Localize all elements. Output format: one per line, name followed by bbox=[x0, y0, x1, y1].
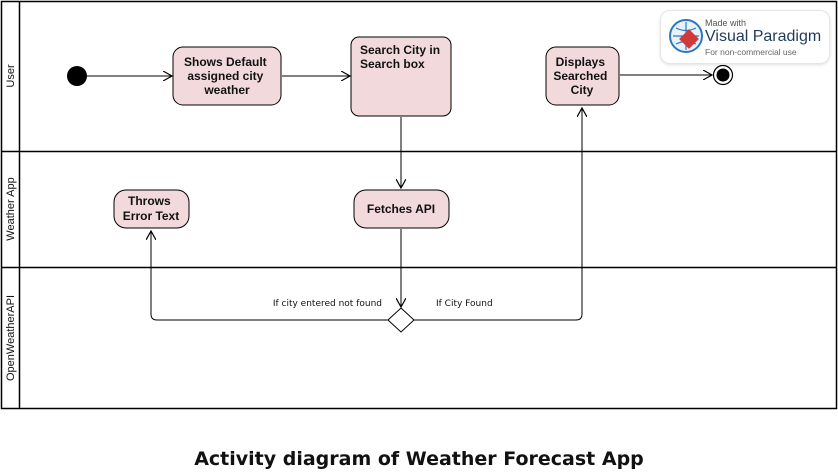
guard-not-found: If city entered not found bbox=[273, 299, 382, 309]
action-throws-error-text bbox=[113, 189, 190, 229]
action-label-line: Shows Default bbox=[184, 55, 267, 69]
lane-label-user: User bbox=[5, 64, 17, 88]
flow-decision-to-display bbox=[414, 108, 582, 321]
action-label-line: Search City in bbox=[360, 43, 440, 57]
action-label-line: weather bbox=[203, 83, 250, 97]
action-search-city bbox=[350, 36, 452, 117]
svg-text:Search City in Search box: Search City in Search box bbox=[360, 43, 443, 71]
action-label-line: Searched bbox=[553, 69, 607, 83]
final-node-inner bbox=[716, 68, 730, 82]
swimlane-frame bbox=[0, 0, 838, 410]
action-label-line: Error Text bbox=[123, 209, 179, 223]
action-label-line: Throws bbox=[128, 194, 171, 208]
initial-node bbox=[67, 66, 87, 86]
visual-paradigm-logo-icon bbox=[669, 19, 703, 53]
svg-text:Shows Default assigned cit: Shows Default assigned city weather bbox=[184, 55, 270, 97]
action-shows-default-weather bbox=[172, 46, 282, 106]
lane-label-openweatherapi: OpenWeatherAPI bbox=[5, 295, 17, 381]
diagram-caption: Activity diagram of Weather Forecast App bbox=[194, 448, 644, 470]
svg-text:Throws Error Text: Throws Error Text bbox=[123, 194, 179, 223]
action-fetches-api bbox=[353, 189, 450, 229]
svg-text:Displays Searched City: Displays Searched City bbox=[553, 55, 610, 97]
action-displays-searched-city bbox=[545, 46, 620, 106]
lane-label-weather-app: Weather App bbox=[5, 177, 17, 240]
action-label-line: assigned city bbox=[187, 69, 263, 83]
flow-decision-to-error bbox=[151, 231, 388, 321]
watermark-brand: Visual Paradigm bbox=[705, 28, 822, 45]
watermark-note: For non-commercial use bbox=[705, 47, 797, 57]
decision-node bbox=[387, 307, 415, 333]
guard-found: If City Found bbox=[436, 299, 493, 309]
action-label-line: Displays bbox=[556, 55, 606, 69]
visual-paradigm-watermark: Made with Visual Paradigm For non-commer… bbox=[660, 10, 830, 64]
watermark-made-with: Made with bbox=[705, 18, 747, 28]
action-label-line: City bbox=[571, 83, 594, 97]
action-label-line: Search box bbox=[360, 57, 425, 71]
action-label-line: Fetches API bbox=[367, 202, 435, 216]
